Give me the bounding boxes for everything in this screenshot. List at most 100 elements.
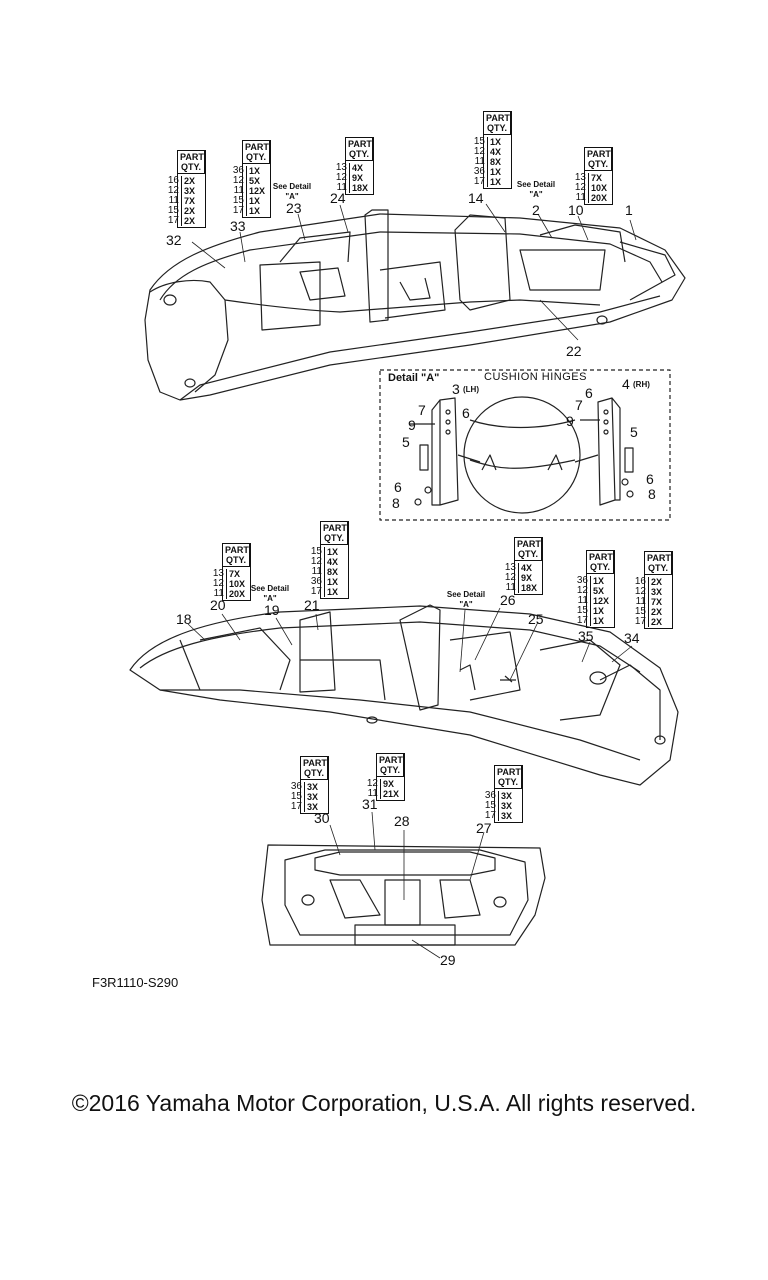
detail-callout-9: 9 [408,417,416,433]
part-quantity: 1X [487,177,510,187]
callout-26: 26 [500,592,516,608]
callout-22: 22 [566,343,582,359]
part-ref-number: 11 [213,588,224,599]
part-ref-number: 17 [576,615,588,626]
callout-10: 10 [568,202,584,218]
part-ref-number: 17 [310,586,322,597]
part-ref-number: 15 [310,546,322,557]
part-quantity: 4X [324,557,347,567]
part-ref-number: 15 [484,800,496,811]
part-quantity: 3X [304,792,327,802]
part-quantity: 4X [487,147,510,157]
part-ref-number: 11 [311,566,322,577]
part-quantity: 2X [648,577,671,587]
detail-callout-6: 6 [585,385,593,401]
header-part: PART [379,755,403,765]
part-quantity: 1X [487,167,510,177]
part-quantity: 9X [349,173,372,183]
part-ref-number: 36 [232,165,244,176]
part-quantity: 2X [648,617,671,627]
part-quantity: 3X [498,791,521,801]
part-quantity: 1X [590,576,613,586]
part-ref-number: 12 [335,172,347,183]
catalog-code: F3R1110-S290 [92,975,179,990]
part-ref-number: 12 [232,175,244,186]
callout-2: 2 [532,202,540,218]
header-part: PART [323,523,347,533]
part-quantity: 10X [226,579,249,589]
part-quantity: 5X [590,586,613,596]
part-ref-number: 12 [366,778,378,789]
part-quantity: 20X [226,589,249,599]
header-qty: QTY. [245,152,266,162]
header-part: PART [245,142,269,152]
header-part: PART [589,552,613,562]
callout-34: 34 [624,630,640,646]
part-ref-number: 17 [232,205,244,216]
part-ref-number: 15 [167,205,179,216]
callout-31: 31 [362,796,378,812]
part-quantity: 1X [246,196,269,206]
see-detail-a-label: See Detail"A" [446,590,486,609]
part-quantity: 1X [590,606,613,616]
part-quantity: 1X [324,547,347,557]
part-ref-number: 11 [233,185,244,196]
part-ref-number: 36 [290,781,302,792]
part-quantity: 2X [181,176,204,186]
part-ref-number: 16 [634,576,646,587]
header-qty: QTY. [647,563,668,573]
part-quantity: 7X [648,597,671,607]
part-ref-number: 11 [575,192,586,203]
part-ref-number: 36 [576,575,588,586]
part-ref-number: 15 [576,605,588,616]
callout-1: 1 [625,202,633,218]
callout-24: 24 [330,190,346,206]
detail-callout-5: 5 [630,424,638,440]
header-qty: QTY. [225,555,246,565]
header-part: PART [517,539,541,549]
header-part: PART [303,758,327,768]
header-qty: QTY. [587,159,608,169]
part-quantity: 7X [226,569,249,579]
copyright-notice: ©2016 Yamaha Motor Corporation, U.S.A. A… [71,1090,697,1116]
header-qty: QTY. [379,765,400,775]
header-qty: QTY. [486,123,507,133]
part-quantity: 2X [181,216,204,226]
header-part: PART [587,149,611,159]
part-quantity: 2X [648,607,671,617]
part-quantity: 2X [181,206,204,216]
detail-callout-6: 6 [394,479,402,495]
